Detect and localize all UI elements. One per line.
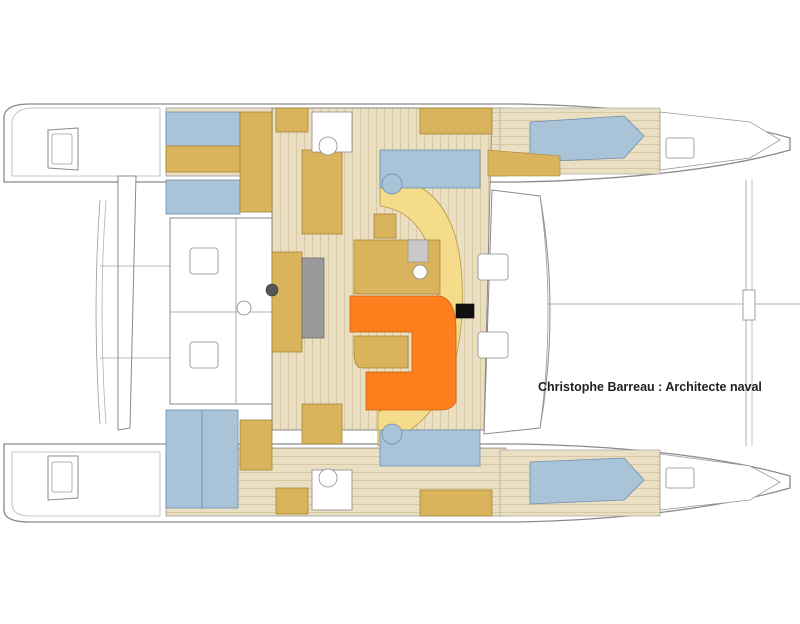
lower-cabins — [165, 409, 645, 517]
aft-cockpit — [95, 175, 273, 431]
upper-cabins — [165, 107, 645, 215]
foredeck — [477, 180, 800, 446]
saloon — [265, 107, 493, 447]
architect-caption: Christophe Barreau : Architecte naval — [538, 380, 762, 394]
